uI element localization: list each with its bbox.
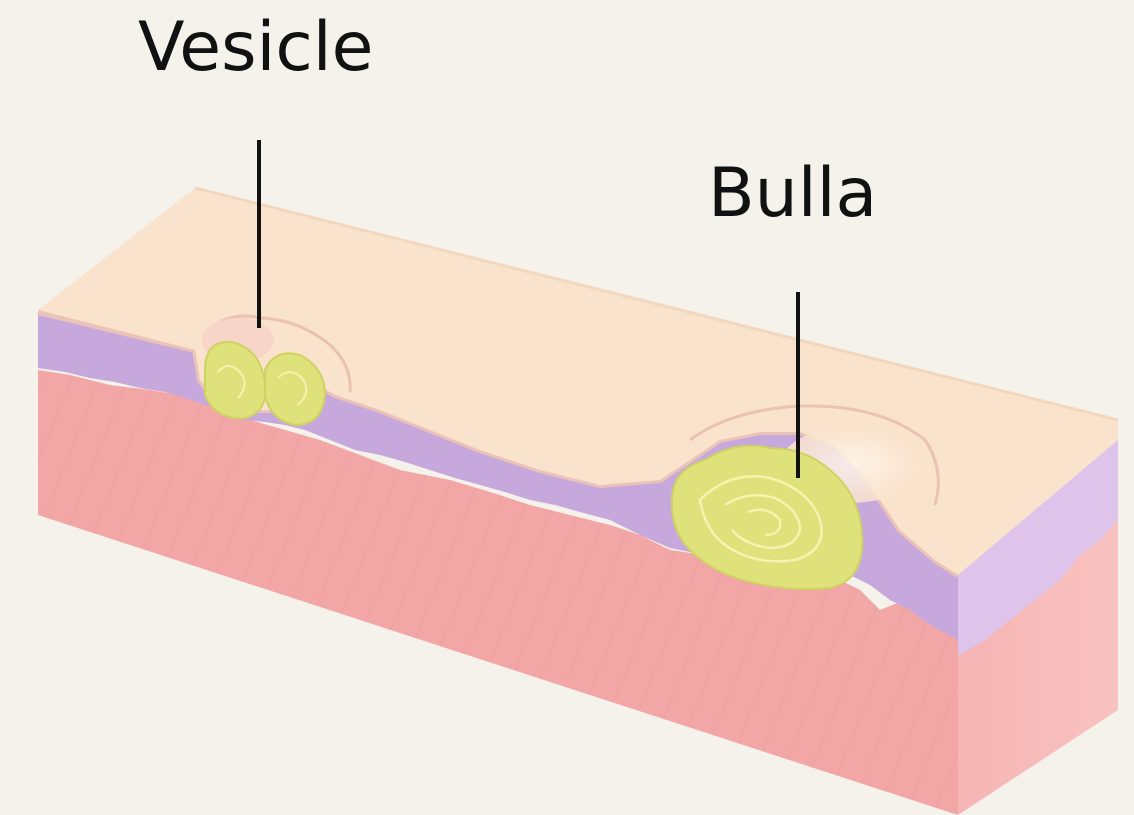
skin-block-illustration [0,0,1134,815]
skin-lesion-diagram: Vesicle Bulla [0,0,1134,815]
